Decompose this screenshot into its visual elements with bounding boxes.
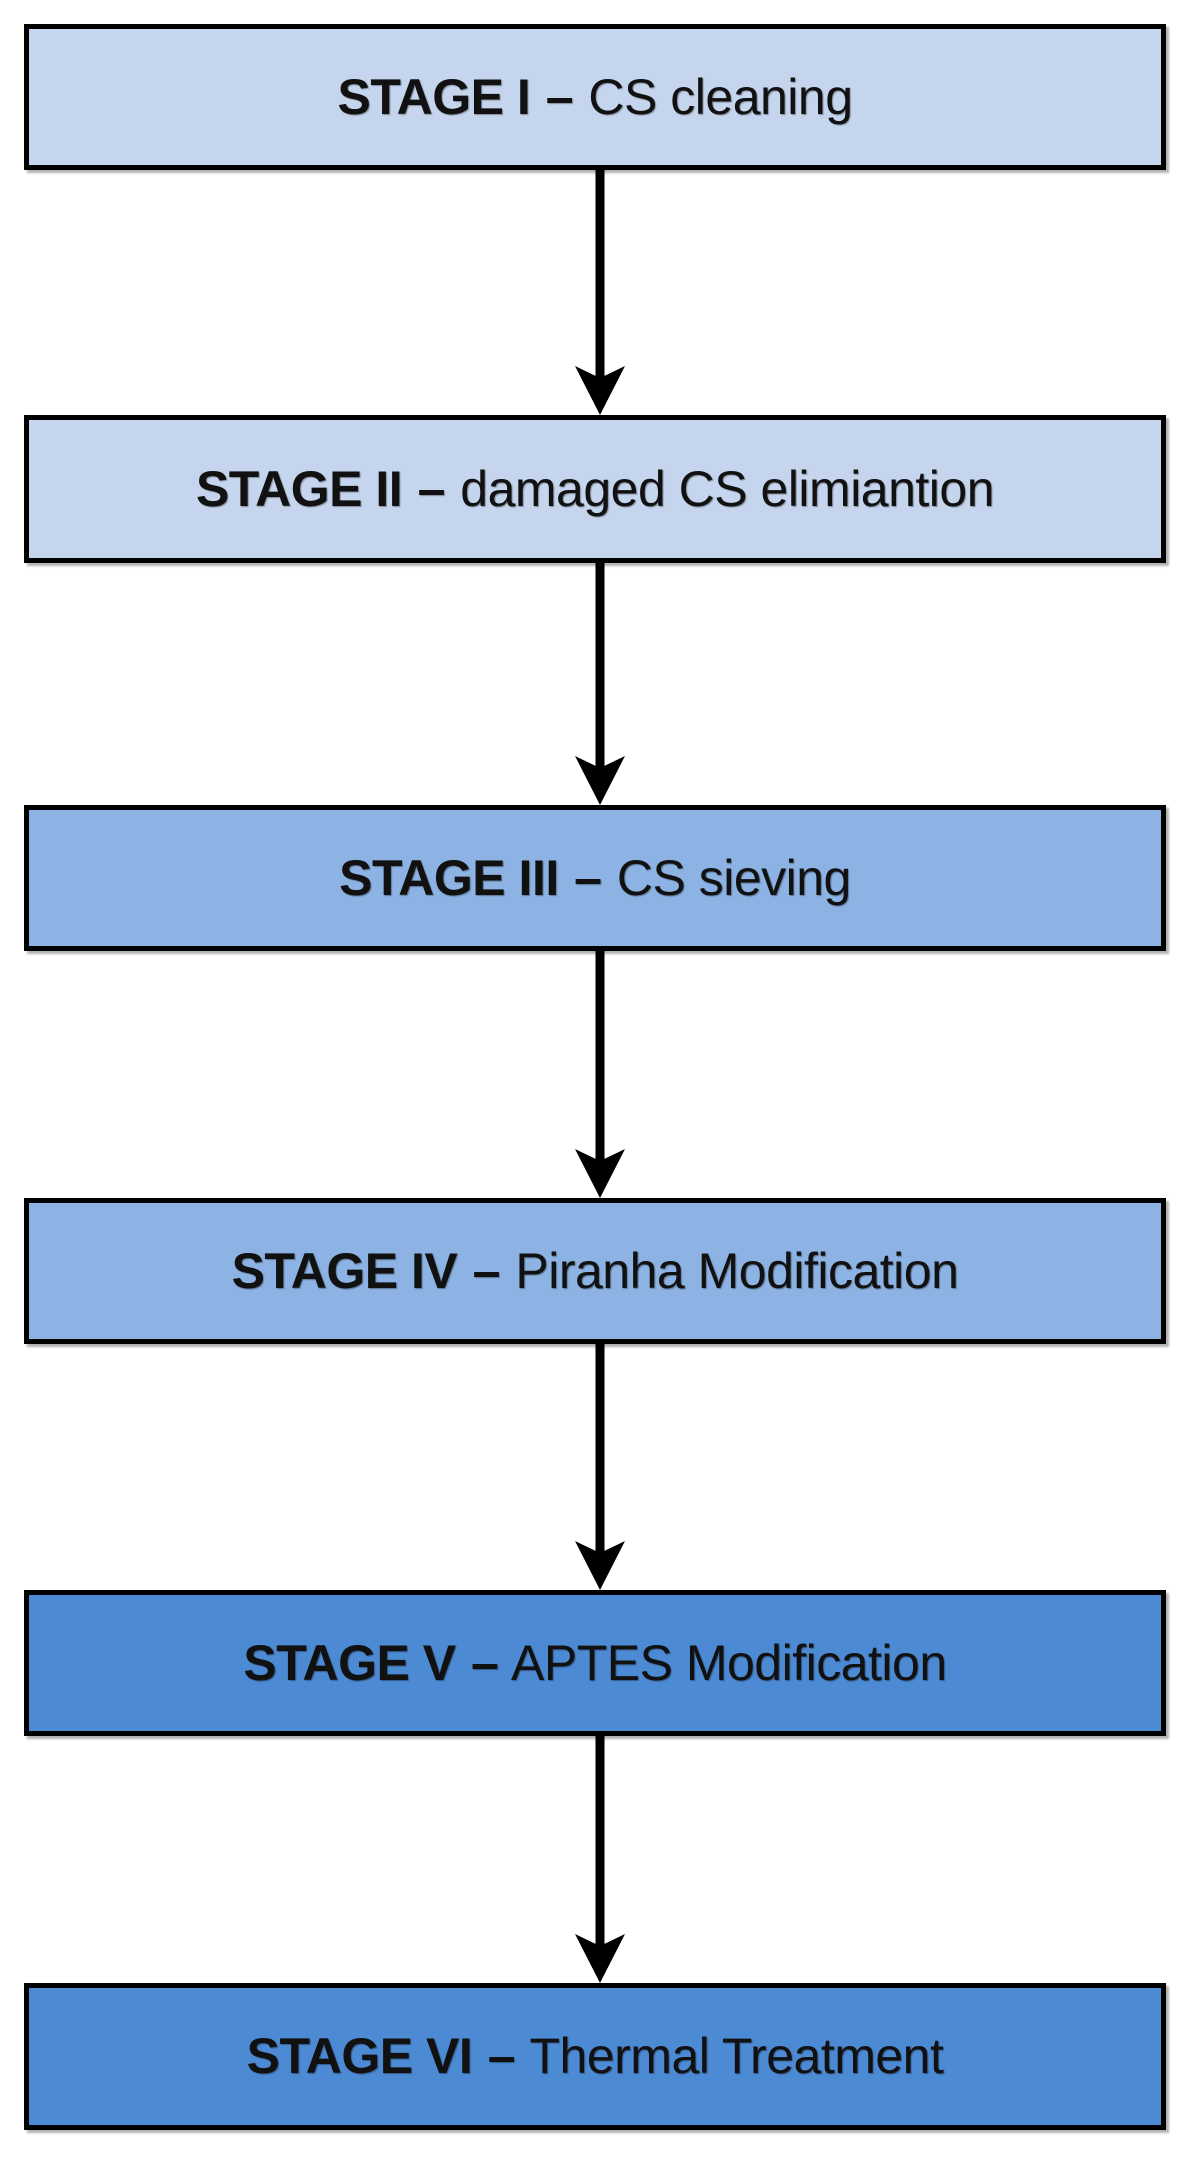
- stage-key-3: STAGE III: [339, 849, 559, 906]
- stage-box-6[interactable]: STAGE VI – Thermal Treatment: [24, 1983, 1166, 2130]
- arrowhead-3: [575, 1149, 625, 1198]
- connector-arrow-4: [0, 1344, 1192, 1590]
- stage-label-5: STAGE V – APTES Modification: [243, 1634, 947, 1691]
- stage-dash-5: –: [471, 1634, 499, 1691]
- stage-dash-2: –: [417, 460, 446, 517]
- stage-description-4: Piranha Modification: [515, 1242, 959, 1299]
- stage-key-1: STAGE I: [337, 68, 531, 125]
- connector-arrow-2: [0, 563, 1192, 805]
- arrowhead-5: [575, 1934, 625, 1983]
- connector-arrow-5: [0, 1736, 1192, 1983]
- stage-key-4: STAGE IV: [231, 1242, 458, 1299]
- stage-box-5[interactable]: STAGE V – APTES Modification: [24, 1590, 1166, 1736]
- connector-arrow-1: [0, 170, 1192, 415]
- stage-dash-6: –: [487, 2028, 516, 2085]
- arrowhead-2: [575, 756, 625, 805]
- stage-description-1: CS cleaning: [588, 68, 853, 125]
- stage-description-3: CS sieving: [616, 849, 852, 906]
- stage-key-5: STAGE V: [243, 1634, 456, 1691]
- stage-key-6: STAGE VI: [246, 2028, 473, 2085]
- stage-description-2: damaged CS elimiantion: [460, 460, 995, 517]
- arrowhead-4: [575, 1541, 625, 1590]
- stage-dash-4: –: [472, 1242, 501, 1299]
- stage-box-4[interactable]: STAGE IV – Piranha Modification: [24, 1198, 1166, 1344]
- stage-box-3[interactable]: STAGE III – CS sieving: [24, 805, 1166, 951]
- stage-description-5: APTES Modification: [511, 1634, 947, 1691]
- stage-box-1[interactable]: STAGE I – CS cleaning: [24, 24, 1166, 170]
- stage-box-2[interactable]: STAGE II – damaged CS elimiantion: [24, 415, 1166, 563]
- connector-arrow-3: [0, 951, 1192, 1198]
- stage-description-6: Thermal Treatment: [529, 2028, 944, 2085]
- stage-label-3: STAGE III – CS sieving: [339, 852, 851, 905]
- stage-label-2: STAGE II – damaged CS elimiantion: [195, 460, 995, 517]
- stage-label-1: STAGE I – CS cleaning: [337, 68, 853, 125]
- stage-dash-1: –: [545, 68, 574, 125]
- arrowhead-1: [575, 366, 625, 415]
- stage-key-2: STAGE II: [195, 460, 403, 517]
- stage-label-6: STAGE VI – Thermal Treatment: [247, 2030, 944, 2083]
- stage-label-4: STAGE IV – Piranha Modification: [232, 1245, 959, 1298]
- stage-dash-3: –: [574, 849, 602, 906]
